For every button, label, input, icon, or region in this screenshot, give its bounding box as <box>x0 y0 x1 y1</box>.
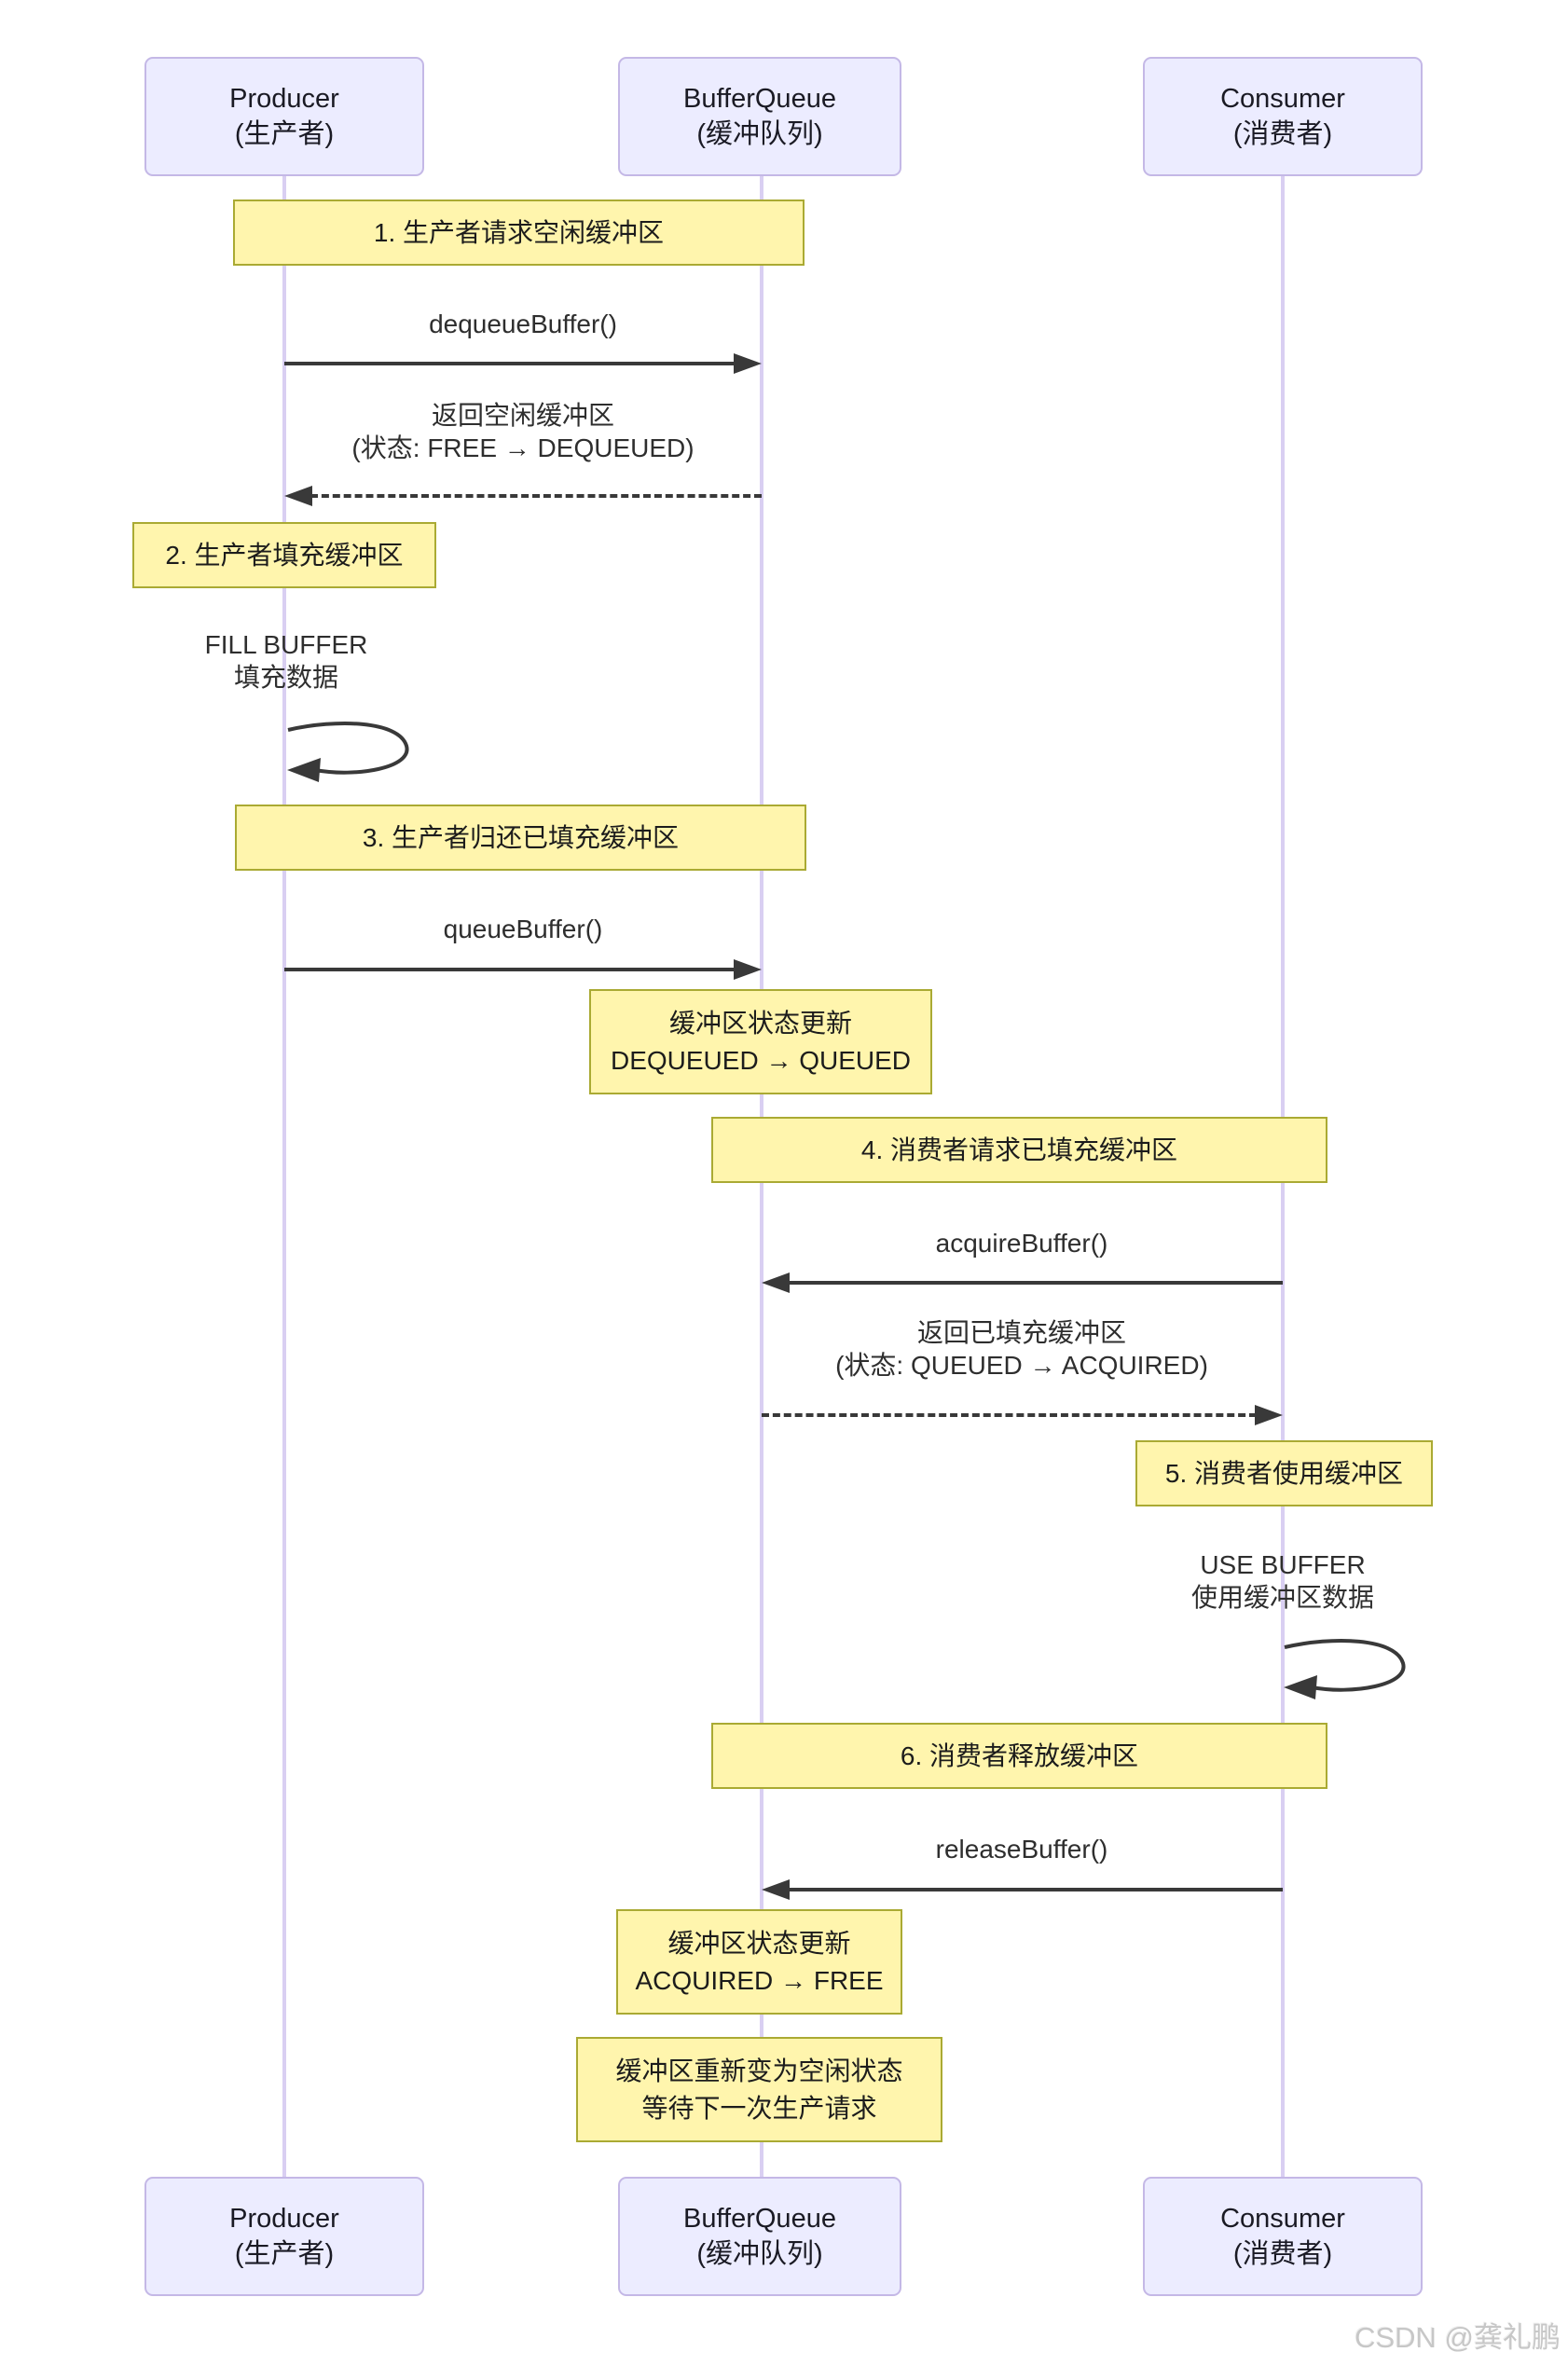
note-text: 5. 消费者使用缓冲区 <box>1164 1458 1404 1488</box>
actor-name: Producer <box>229 2204 339 2234</box>
message-line-queuebuffer <box>284 968 736 971</box>
note-state-free: 缓冲区状态更新 ACQUIRED → FREE <box>616 1909 902 2015</box>
note-text: 缓冲区重新变为空闲状态 <box>615 2056 903 2085</box>
actor-subtitle: (消费者) <box>1232 2239 1333 2269</box>
message-text: (状态: QUEUED → ACQUIRED) <box>835 1351 1208 1380</box>
message-text: 返回已填充缓冲区 <box>916 1318 1126 1347</box>
message-text: acquireBuffer() <box>935 1229 1108 1258</box>
message-label-return-free: 返回空闲缓冲区 (状态: FREE → DEQUEUED) <box>351 399 694 464</box>
message-line-return-filled <box>762 1413 1257 1417</box>
message-text: USE BUFFER <box>1200 1550 1366 1579</box>
message-label-return-filled: 返回已填充缓冲区 (状态: QUEUED → ACQUIRED) <box>835 1316 1208 1382</box>
actor-name: BufferQueue <box>683 2204 836 2234</box>
actor-subtitle: (生产者) <box>234 119 335 149</box>
actor-consumer-bottom: Consumer (消费者) <box>1143 2177 1423 2296</box>
note-step-2: 2. 生产者填充缓冲区 <box>132 522 436 588</box>
note-state-queued: 缓冲区状态更新 DEQUEUED → QUEUED <box>589 989 932 1094</box>
arrowhead-right-icon <box>1255 1405 1283 1425</box>
message-text: FILL BUFFER <box>204 630 368 659</box>
note-text: ACQUIRED → FREE <box>635 1965 884 1995</box>
note-step-3: 3. 生产者归还已填充缓冲区 <box>235 805 806 871</box>
message-line-releasebuffer <box>788 1888 1283 1891</box>
message-text: queueBuffer() <box>443 915 603 943</box>
actor-producer-top: Producer (生产者) <box>144 57 424 176</box>
self-loop-icon <box>287 721 409 782</box>
message-line-acquirebuffer <box>788 1281 1283 1285</box>
message-line-return-free <box>310 494 762 498</box>
message-label-releasebuffer: releaseBuffer() <box>936 1833 1108 1865</box>
message-text: 使用缓冲区数据 <box>1190 1583 1375 1612</box>
actor-subtitle: (消费者) <box>1232 119 1333 149</box>
actor-bufferqueue-bottom: BufferQueue (缓冲队列) <box>618 2177 901 2296</box>
actor-subtitle: (缓冲队列) <box>696 119 823 149</box>
actor-name: Producer <box>229 84 339 114</box>
message-text: releaseBuffer() <box>935 1835 1108 1864</box>
message-text: dequeueBuffer() <box>429 310 617 338</box>
actor-name: BufferQueue <box>683 84 836 114</box>
actor-name: Consumer <box>1220 2204 1345 2234</box>
arrowhead-left-icon <box>284 486 312 506</box>
note-step-5: 5. 消费者使用缓冲区 <box>1135 1440 1433 1506</box>
message-line-dequeuebuffer <box>284 362 736 365</box>
self-loop-icon <box>1284 1638 1406 1699</box>
actor-subtitle: (缓冲队列) <box>696 2239 823 2269</box>
note-state-idle: 缓冲区重新变为空闲状态 等待下一次生产请求 <box>576 2037 942 2142</box>
note-step-6: 6. 消费者释放缓冲区 <box>711 1723 1327 1789</box>
note-text: 4. 消费者请求已填充缓冲区 <box>860 1135 1178 1164</box>
note-text: 2. 生产者填充缓冲区 <box>165 540 404 570</box>
message-label-fill-buffer: FILL BUFFER 填充数据 <box>205 628 368 694</box>
note-step-4: 4. 消费者请求已填充缓冲区 <box>711 1117 1327 1183</box>
actor-name: Consumer <box>1220 84 1345 114</box>
message-text: 填充数据 <box>233 663 338 692</box>
note-text: 1. 生产者请求空闲缓冲区 <box>373 217 665 247</box>
lifeline-producer <box>282 176 286 2177</box>
message-label-use-buffer: USE BUFFER 使用缓冲区数据 <box>1191 1548 1374 1614</box>
actor-bufferqueue-top: BufferQueue (缓冲队列) <box>618 57 901 176</box>
note-text: 6. 消费者释放缓冲区 <box>900 1740 1139 1770</box>
watermark: CSDN @龚礼鹏 <box>1355 2321 1561 2354</box>
note-text: 缓冲区状态更新 <box>667 1928 851 1958</box>
arrowhead-right-icon <box>734 959 762 980</box>
message-text: 返回空闲缓冲区 <box>431 401 615 430</box>
message-label-queuebuffer: queueBuffer() <box>444 913 603 945</box>
note-text: DEQUEUED → QUEUED <box>610 1045 912 1075</box>
note-text: 缓冲区状态更新 <box>668 1008 852 1038</box>
message-label-acquirebuffer: acquireBuffer() <box>936 1227 1108 1259</box>
actor-producer-bottom: Producer (生产者) <box>144 2177 424 2296</box>
arrowhead-left-icon <box>762 1879 790 1900</box>
actor-subtitle: (生产者) <box>234 2239 335 2269</box>
note-text: 3. 生产者归还已填充缓冲区 <box>362 822 680 852</box>
message-text: (状态: FREE → DEQUEUED) <box>351 433 695 462</box>
note-text: 等待下一次生产请求 <box>641 2093 877 2123</box>
note-step-1: 1. 生产者请求空闲缓冲区 <box>233 199 805 266</box>
actor-consumer-top: Consumer (消费者) <box>1143 57 1423 176</box>
arrowhead-left-icon <box>762 1272 790 1293</box>
arrowhead-right-icon <box>734 353 762 374</box>
message-label-dequeuebuffer: dequeueBuffer() <box>429 308 617 340</box>
